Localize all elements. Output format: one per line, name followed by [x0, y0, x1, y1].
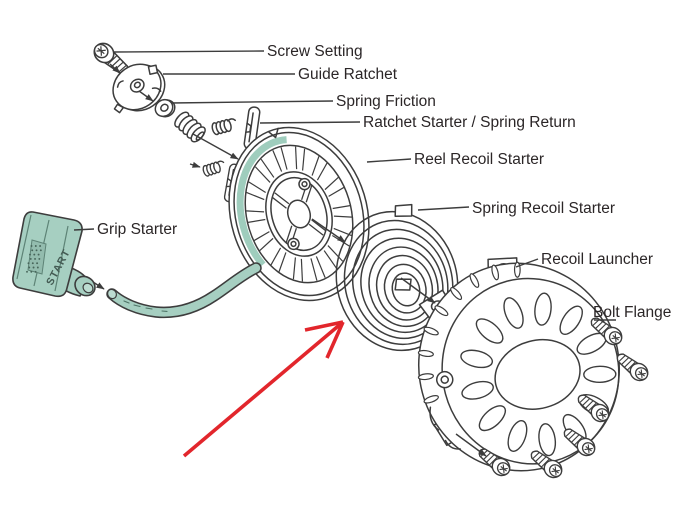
label-spring-friction: Spring Friction — [336, 93, 436, 110]
rope-end-cap — [106, 288, 118, 300]
starter-rope — [106, 262, 262, 319]
red-annotation-arrow — [182, 320, 345, 458]
leader-screw-setting — [112, 50, 265, 53]
label-recoil-launcher: Recoil Launcher — [541, 251, 653, 268]
launcher-vent-slots — [417, 261, 521, 404]
label-screw-setting: Screw Setting — [267, 43, 363, 60]
arrow-tab-to-bolt — [455, 433, 487, 457]
spring-friction-washer — [154, 98, 176, 118]
assembly-arrows — [92, 63, 487, 457]
leader-spring-recoil — [417, 206, 470, 211]
labels: Screw Setting Guide Ratchet Spring Frict… — [97, 43, 671, 321]
recoil-launcher-part — [417, 257, 621, 472]
arrow-to-return-spring — [189, 161, 201, 168]
label-spring-recoil-starter: Spring Recoil Starter — [472, 200, 615, 217]
leader-recoil-launcher — [515, 258, 539, 268]
arrow-hub-to-spiral — [311, 218, 346, 243]
grip-starter-part: START — [12, 211, 96, 298]
hub-cross — [272, 182, 326, 246]
label-reel-recoil-starter: Reel Recoil Starter — [414, 151, 544, 168]
leader-grip-starter — [73, 228, 95, 231]
reel-spokes — [246, 146, 352, 282]
wound-rope-band — [236, 136, 287, 268]
leader-spring-friction — [170, 100, 334, 104]
label-ratchet-starter: Ratchet Starter / Spring Return — [363, 114, 576, 131]
label-grip-starter: Grip Starter — [97, 221, 177, 238]
spring-recoil-starter-part — [335, 203, 459, 352]
leader-reel-recoil — [366, 158, 412, 163]
arrow-screw-to-disc — [109, 63, 121, 74]
ratchet-return-spring-2 — [202, 160, 225, 177]
spring-outer-hook — [394, 203, 413, 218]
arrow-spring-to-reel — [192, 133, 239, 160]
spring-friction-coil — [174, 111, 206, 143]
arrow-grip-to-rope — [92, 281, 105, 290]
ratchet-return-spring-1 — [211, 118, 236, 136]
reel-recoil-starter-part — [228, 126, 370, 302]
spiral-rings — [335, 210, 459, 352]
leader-ratchet-starter — [259, 121, 361, 124]
arrow-spiral-to-launcher — [400, 277, 436, 304]
grip-texture-dots — [26, 245, 42, 273]
label-guide-ratchet: Guide Ratchet — [298, 66, 398, 83]
grip-texture-patch — [27, 239, 47, 275]
leader-lines — [73, 50, 616, 321]
arrow-disc-to-washer — [138, 90, 154, 102]
label-bolt-flange: Bolt Flange — [593, 304, 671, 321]
